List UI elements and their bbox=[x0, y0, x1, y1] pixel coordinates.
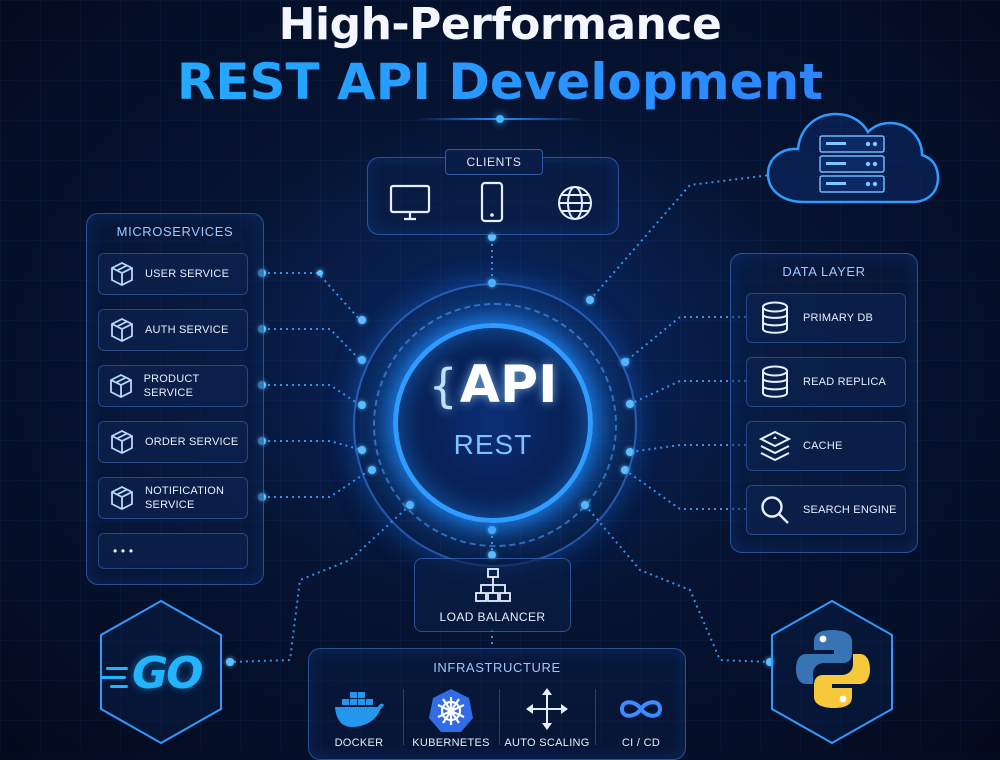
infra-item-kubernetes[interactable]: KUBERNETES bbox=[406, 687, 496, 749]
infinity-icon bbox=[619, 700, 663, 718]
python-hexagon bbox=[771, 599, 893, 745]
list-item-more[interactable]: • • • bbox=[98, 533, 248, 569]
list-item-label: CACHE bbox=[803, 440, 843, 452]
list-item-label: NOTIFICATION bbox=[145, 485, 225, 497]
python-logo-icon bbox=[796, 630, 870, 708]
infra-label: AUTO SCALING bbox=[504, 737, 590, 749]
go-speed-line bbox=[106, 667, 128, 670]
divider bbox=[403, 689, 404, 745]
list-item-auth-service[interactable]: AUTH SERVICE bbox=[98, 309, 248, 351]
infra-item-ci-cd[interactable]: CI / CD bbox=[596, 687, 686, 749]
go-speed-line bbox=[110, 685, 128, 688]
desktop-icon bbox=[389, 184, 431, 221]
api-core[interactable] bbox=[393, 323, 593, 523]
title-divider bbox=[415, 115, 585, 123]
infrastructure-title: INFRASTRUCTURE bbox=[433, 660, 561, 675]
infra-item-auto-scaling[interactable]: AUTO SCALING bbox=[502, 687, 592, 749]
go-hexagon bbox=[100, 599, 222, 745]
cube-icon bbox=[107, 371, 136, 401]
list-item-notification-service[interactable]: NOTIFICATION SERVICE bbox=[98, 477, 248, 519]
database-icon bbox=[757, 364, 793, 400]
database-icon bbox=[757, 300, 793, 336]
list-item-search-engine[interactable]: SEARCH ENGINE bbox=[746, 485, 906, 535]
list-item-label: SEARCH ENGINE bbox=[803, 504, 897, 516]
cloud-server-icon bbox=[766, 112, 940, 204]
page-title: High-Performance bbox=[278, 0, 722, 50]
globe-icon bbox=[558, 186, 592, 220]
kubernetes-icon bbox=[429, 689, 473, 732]
arrows-expand-icon bbox=[526, 688, 568, 730]
clients-title: CLIENTS bbox=[445, 149, 543, 175]
api-word: API bbox=[459, 355, 558, 415]
infra-item-docker[interactable]: DOCKER bbox=[314, 687, 404, 749]
load-balancer-label: LOAD BALANCER bbox=[439, 610, 546, 624]
brace-glyph: { bbox=[428, 359, 458, 413]
list-item-label-line2: SERVICE bbox=[145, 499, 195, 511]
infra-label: CI / CD bbox=[621, 737, 661, 749]
hierarchy-icon bbox=[475, 568, 511, 602]
list-item-product-service[interactable]: PRODUCT SERVICE bbox=[98, 365, 248, 407]
smartphone-icon bbox=[480, 181, 504, 223]
api-label: {API bbox=[393, 355, 593, 416]
data-layer-title: DATA LAYER bbox=[782, 264, 866, 279]
list-item-user-service[interactable]: USER SERVICE bbox=[98, 253, 248, 295]
infra-label: KUBERNETES bbox=[412, 737, 490, 749]
list-item-label: PRIMARY DB bbox=[803, 312, 874, 324]
divider bbox=[595, 689, 596, 745]
load-balancer[interactable]: LOAD BALANCER bbox=[414, 558, 571, 632]
infrastructure-panel: INFRASTRUCTURE DOCKER KUBERNETES AUT bbox=[308, 648, 686, 760]
go-logo-icon: GO bbox=[132, 648, 204, 699]
cube-icon bbox=[107, 427, 137, 457]
list-item-read-replica[interactable]: READ REPLICA bbox=[746, 357, 906, 407]
infra-label: DOCKER bbox=[334, 737, 384, 749]
more-ellipsis: • • • bbox=[113, 544, 134, 558]
microservices-title: MICROSERVICES bbox=[116, 224, 234, 239]
list-item-order-service[interactable]: ORDER SERVICE bbox=[98, 421, 248, 463]
layers-icon bbox=[757, 428, 793, 464]
docker-icon bbox=[335, 692, 384, 727]
cube-icon bbox=[107, 483, 137, 513]
rest-label: REST bbox=[453, 429, 533, 460]
divider bbox=[499, 689, 500, 745]
list-item-label: USER SERVICE bbox=[145, 268, 230, 280]
cube-icon bbox=[107, 259, 137, 289]
page-subtitle: REST API Development bbox=[0, 52, 1000, 112]
list-item-primary-db[interactable]: PRIMARY DB bbox=[746, 293, 906, 343]
list-item-label: AUTH SERVICE bbox=[145, 324, 229, 336]
clients-panel: CLIENTS bbox=[367, 149, 619, 235]
cube-icon bbox=[107, 315, 137, 345]
search-icon bbox=[757, 492, 793, 528]
list-item-label: ORDER SERVICE bbox=[145, 436, 239, 448]
list-item-label: PRODUCT SERVICE bbox=[143, 373, 200, 399]
list-item-cache[interactable]: CACHE bbox=[746, 421, 906, 471]
list-item-label: READ REPLICA bbox=[803, 376, 887, 388]
go-speed-line bbox=[100, 676, 126, 679]
api-core-dashed-ring bbox=[373, 303, 617, 547]
